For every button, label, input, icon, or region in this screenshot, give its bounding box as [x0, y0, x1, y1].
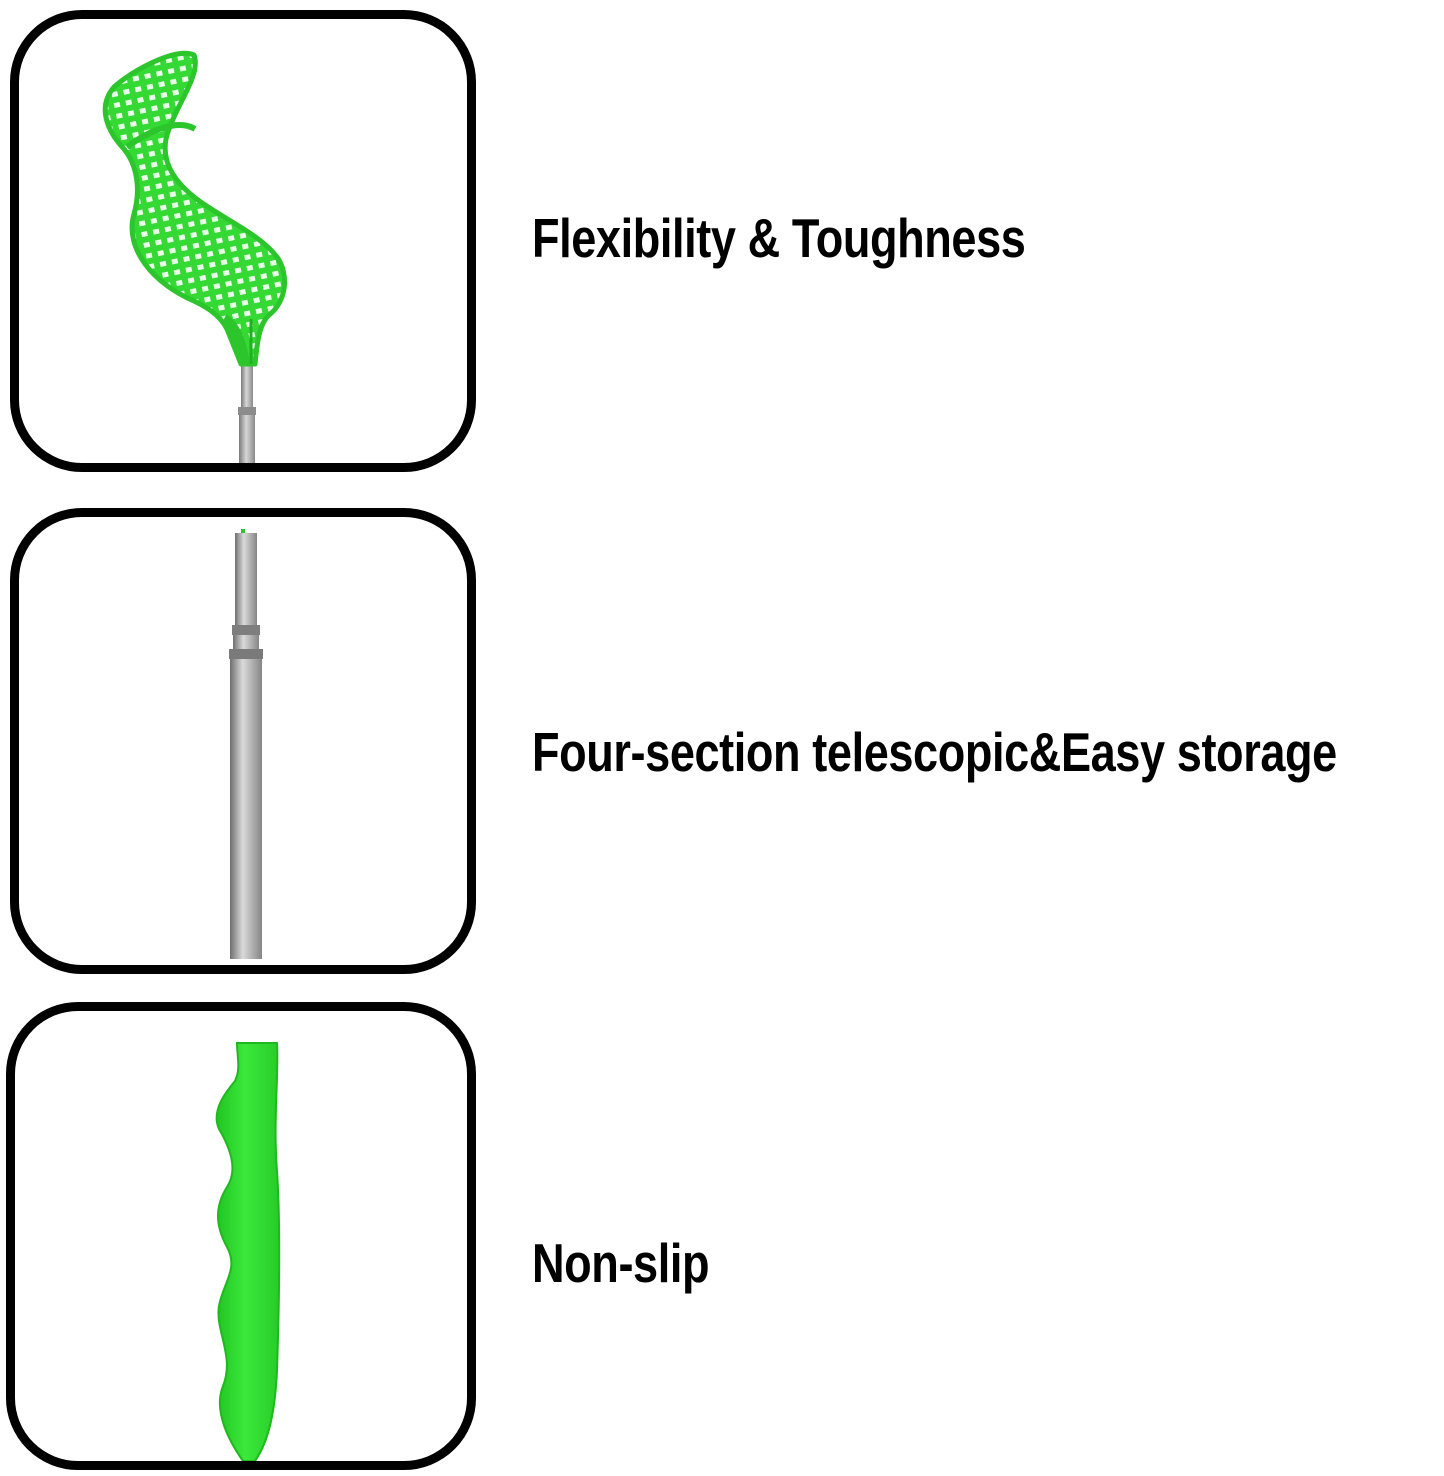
- feature-panel-telescopic: [10, 508, 476, 974]
- swatter-head-icon: [102, 50, 288, 463]
- feature-panel-grip: [6, 1002, 476, 1470]
- feature-label-flexibility: Flexibility & Toughness: [532, 207, 1026, 269]
- grip-handle-icon: [215, 1042, 281, 1461]
- feature-panel-flexibility: [10, 10, 476, 472]
- feature-label-non-slip: Non-slip: [532, 1232, 710, 1294]
- feature-label-telescopic: Four-section telescopic&Easy storage: [532, 721, 1337, 783]
- telescopic-handle-icon: [229, 529, 263, 959]
